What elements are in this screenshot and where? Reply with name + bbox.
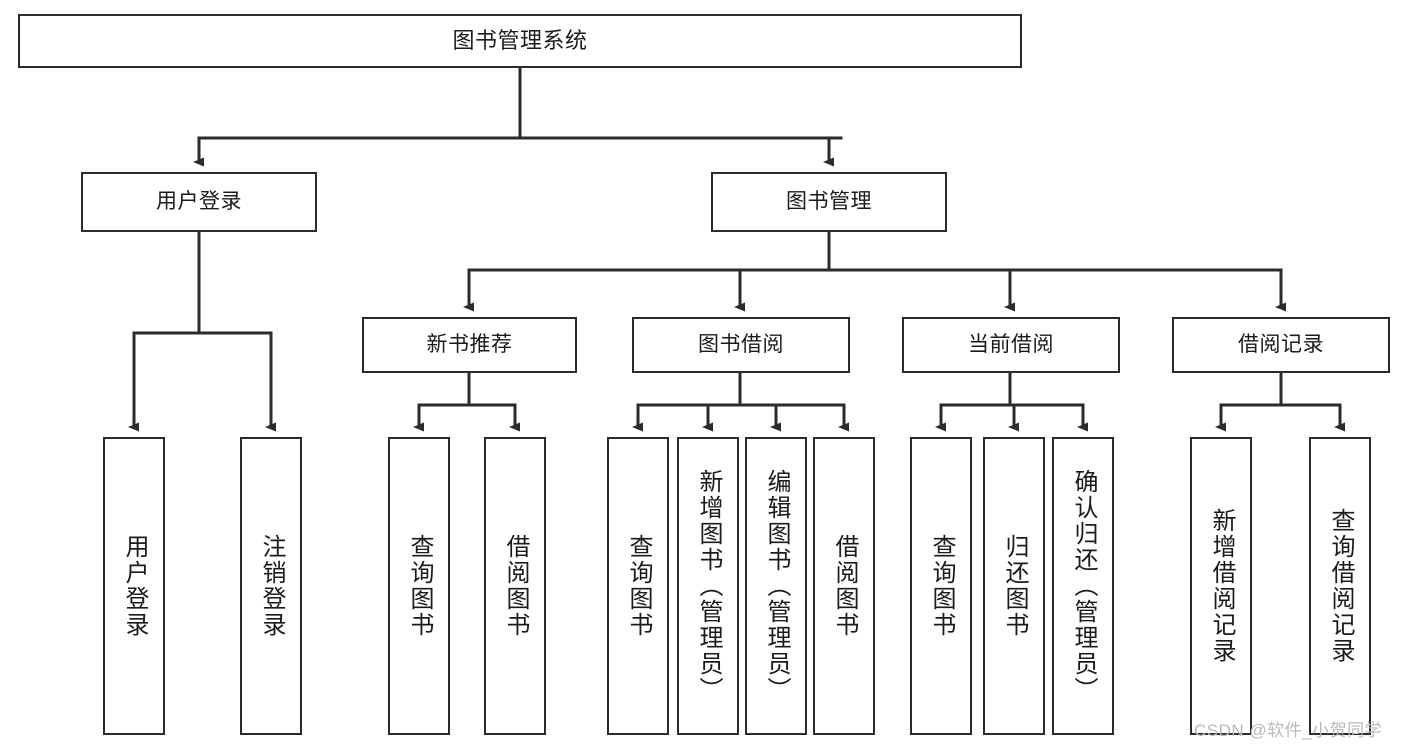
- node-book-manage-label: 图书管理: [786, 189, 872, 213]
- node-leaf-query-book-2-label: 查询图书: [625, 534, 652, 638]
- node-leaf-query-record[interactable]: 查询借阅记录: [1309, 437, 1371, 735]
- node-user-login-label: 用户登录: [156, 189, 242, 213]
- node-book-borrow[interactable]: 图书借阅: [632, 317, 850, 373]
- node-leaf-query-book-1-label: 查询图书: [406, 534, 433, 638]
- node-leaf-add-book[interactable]: 新增图书（管理员）: [677, 437, 739, 735]
- node-leaf-edit-book[interactable]: 编辑图书（管理员）: [745, 437, 807, 735]
- csdn-watermark: CSDN @软件_小贺同学: [1194, 721, 1383, 740]
- node-leaf-borrow-book-2[interactable]: 借阅图书: [813, 437, 875, 735]
- node-current-borrow[interactable]: 当前借阅: [902, 317, 1120, 373]
- node-leaf-borrow-book-2-label: 借阅图书: [831, 534, 858, 638]
- node-leaf-query-book-3-label: 查询图书: [928, 534, 955, 638]
- node-book-manage[interactable]: 图书管理: [711, 172, 947, 232]
- node-leaf-return-book-label: 归还图书: [1001, 534, 1028, 638]
- node-leaf-user-login[interactable]: 用户登录: [103, 437, 165, 735]
- node-leaf-query-book-1[interactable]: 查询图书: [388, 437, 450, 735]
- node-leaf-return-book[interactable]: 归还图书: [983, 437, 1045, 735]
- node-book-borrow-label: 图书借阅: [698, 332, 784, 356]
- node-leaf-add-record[interactable]: 新增借阅记录: [1190, 437, 1252, 735]
- node-leaf-confirm-return-label: 确认归还（管理员）: [1070, 469, 1097, 703]
- node-new-book-rec-label: 新书推荐: [426, 332, 513, 356]
- node-new-book-rec[interactable]: 新书推荐: [362, 317, 577, 373]
- node-leaf-add-record-label: 新增借阅记录: [1208, 508, 1235, 664]
- node-leaf-user-logout[interactable]: 注销登录: [240, 437, 302, 735]
- node-leaf-user-login-label: 用户登录: [121, 534, 148, 638]
- node-leaf-add-book-label: 新增图书（管理员）: [695, 469, 722, 703]
- node-user-login[interactable]: 用户登录: [81, 172, 317, 232]
- node-leaf-query-record-label: 查询借阅记录: [1327, 508, 1354, 664]
- node-root-system[interactable]: 图书管理系统: [18, 14, 1022, 68]
- node-leaf-confirm-return[interactable]: 确认归还（管理员）: [1052, 437, 1114, 735]
- node-leaf-edit-book-label: 编辑图书（管理员）: [763, 469, 790, 703]
- node-leaf-borrow-book-1[interactable]: 借阅图书: [484, 437, 546, 735]
- node-leaf-query-book-2[interactable]: 查询图书: [607, 437, 669, 735]
- node-borrow-record[interactable]: 借阅记录: [1172, 317, 1390, 373]
- node-current-borrow-label: 当前借阅: [968, 332, 1054, 356]
- node-leaf-query-book-3[interactable]: 查询图书: [910, 437, 972, 735]
- node-leaf-borrow-book-1-label: 借阅图书: [502, 534, 529, 638]
- node-leaf-user-logout-label: 注销登录: [258, 534, 285, 638]
- node-root-label: 图书管理系统: [452, 28, 588, 54]
- node-borrow-record-label: 借阅记录: [1238, 332, 1324, 356]
